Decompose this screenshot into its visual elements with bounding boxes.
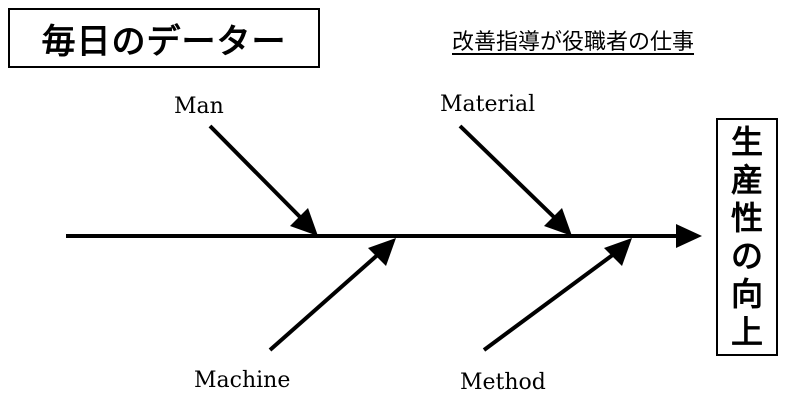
method-arrowhead <box>604 238 632 266</box>
cause-label-material: Material <box>440 92 536 117</box>
effect-box: 生 産 性 の 向 上 <box>716 118 778 356</box>
effect-char-5: 向 <box>730 275 763 313</box>
man-bone <box>208 124 306 223</box>
method-bone <box>482 249 620 352</box>
man-arrowhead <box>290 208 318 236</box>
cause-label-machine: Machine <box>194 368 291 393</box>
effect-char-3: 性 <box>730 199 763 237</box>
material-arrowhead <box>544 208 572 236</box>
effect-char-2: 産 <box>730 161 763 199</box>
spine-arrowhead <box>676 224 702 248</box>
effect-char-4: の <box>730 237 763 275</box>
title-box: 毎日のデーター <box>8 8 320 68</box>
subtitle: 改善指導が役職者の仕事 <box>452 30 695 55</box>
title-text: 毎日のデーター <box>41 21 287 62</box>
machine-bone <box>268 249 384 352</box>
effect-char-6: 上 <box>730 313 763 351</box>
machine-arrowhead <box>368 238 396 266</box>
cause-label-man: Man <box>174 94 224 119</box>
effect-char-1: 生 <box>730 123 763 161</box>
material-bone <box>458 124 560 223</box>
cause-label-method: Method <box>460 370 546 395</box>
